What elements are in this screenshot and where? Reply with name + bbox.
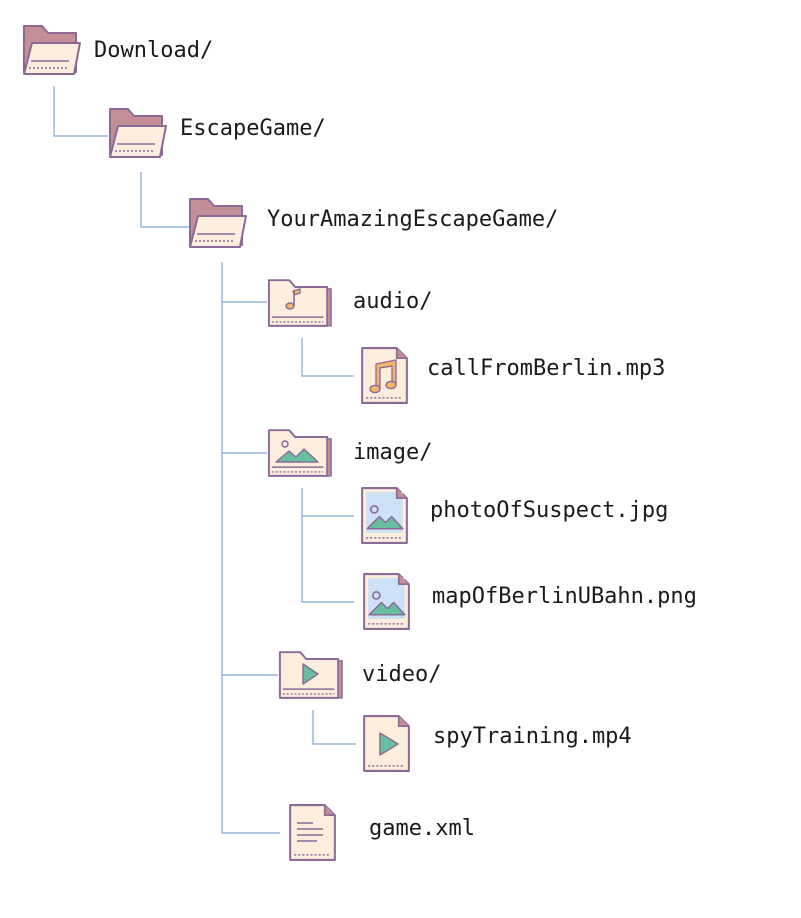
connector-download-escapegame <box>53 86 108 137</box>
folder-label-escapegame[interactable]: EscapeGame/ <box>180 116 326 141</box>
file-label-spytraining[interactable]: spyTraining.mp4 <box>433 724 632 749</box>
connector-callfromberlin <box>301 338 354 377</box>
folder-open-icon[interactable] <box>108 107 168 159</box>
file-label-mapofberlinubahn[interactable]: mapOfBerlinUBahn.png <box>432 584 697 609</box>
folder-image-icon[interactable] <box>267 429 333 477</box>
file-label-callfromberlin[interactable]: callFromBerlin.mp3 <box>427 356 666 381</box>
folder-label-youramazingescapegame[interactable]: YourAmazingEscapeGame/ <box>267 207 559 232</box>
folder-music-icon[interactable] <box>267 279 333 327</box>
file-label-photoofsuspect[interactable]: photoOfSuspect.jpg <box>430 498 669 523</box>
image-file-icon[interactable] <box>363 573 410 630</box>
folder-open-icon[interactable] <box>22 24 82 76</box>
connector-spytraining <box>312 710 356 745</box>
file-label-gamexml[interactable]: game.xml <box>369 816 475 841</box>
folder-label-download[interactable]: Download/ <box>94 38 214 63</box>
folder-open-icon[interactable] <box>188 197 248 249</box>
connector-youramazing-trunk <box>221 262 280 834</box>
connector-lines <box>53 86 356 834</box>
connector-escapegame-youramazing <box>140 172 189 228</box>
folder-label-audio[interactable]: audio/ <box>353 289 433 314</box>
music-file-icon[interactable] <box>361 347 408 404</box>
document-file-icon[interactable] <box>289 804 336 861</box>
folder-video-icon[interactable] <box>278 651 344 699</box>
folder-label-image[interactable]: image/ <box>353 440 433 465</box>
image-file-icon[interactable] <box>361 487 408 544</box>
video-file-icon[interactable] <box>363 715 410 772</box>
folder-label-video[interactable]: video/ <box>362 662 442 687</box>
connector-image-trunk <box>301 488 354 603</box>
